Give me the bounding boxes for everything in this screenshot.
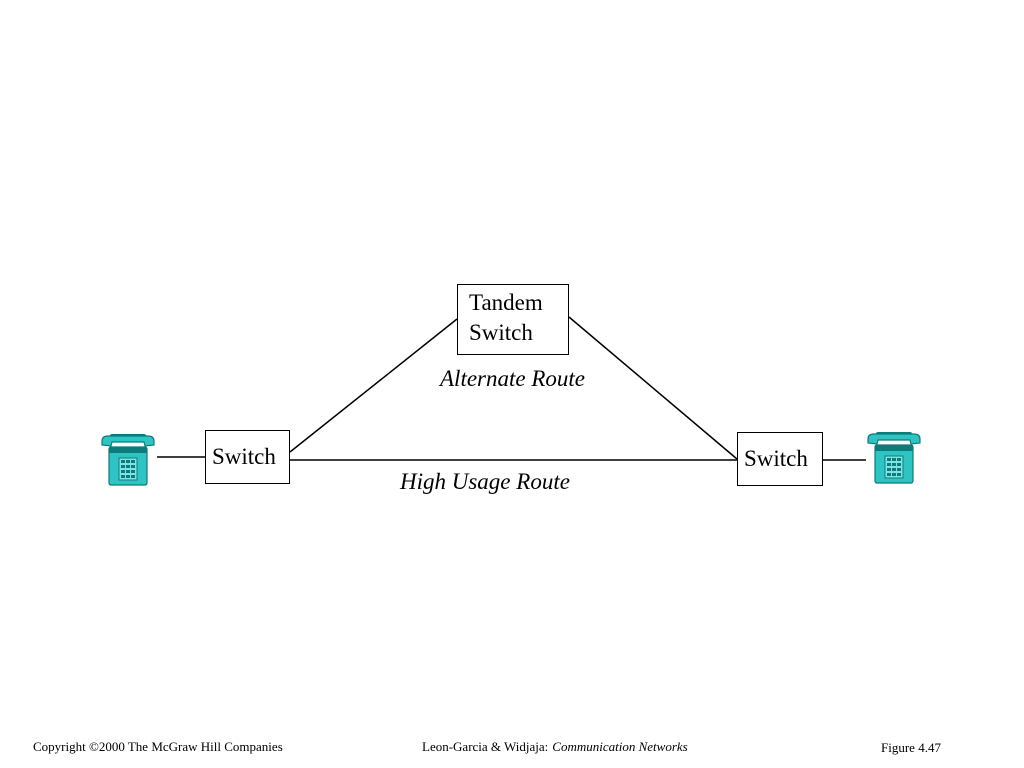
right-switch-label: Switch [744, 446, 808, 471]
telephone-icon [101, 434, 155, 486]
footer-authors: Leon-Garcia & Widjaja: [422, 739, 549, 754]
right-switch-box: Switch [737, 432, 823, 486]
tandem-switch-label-line1: Tandem [469, 290, 543, 315]
left-switch-box: Switch [205, 430, 290, 484]
left-switch-label: Switch [212, 444, 276, 469]
tandem-switch-label-line2: Switch [469, 320, 533, 345]
alternate-route-right-line [568, 316, 738, 460]
alternate-route-left-line [289, 318, 458, 453]
tandem-switch-box: Tandem Switch [457, 284, 569, 355]
footer-book-title: Communication Networks [552, 739, 688, 754]
high-usage-route-label: High Usage Route [400, 469, 570, 494]
footer-citation: Leon-Garcia & Widjaja:Communication Netw… [422, 739, 688, 755]
footer-copyright: Copyright ©2000 The McGraw Hill Companie… [33, 739, 283, 754]
footer-figure-number: Figure 4.47 [881, 740, 941, 755]
alternate-route-label: Alternate Route [440, 366, 585, 391]
telephone-icon [867, 432, 921, 484]
